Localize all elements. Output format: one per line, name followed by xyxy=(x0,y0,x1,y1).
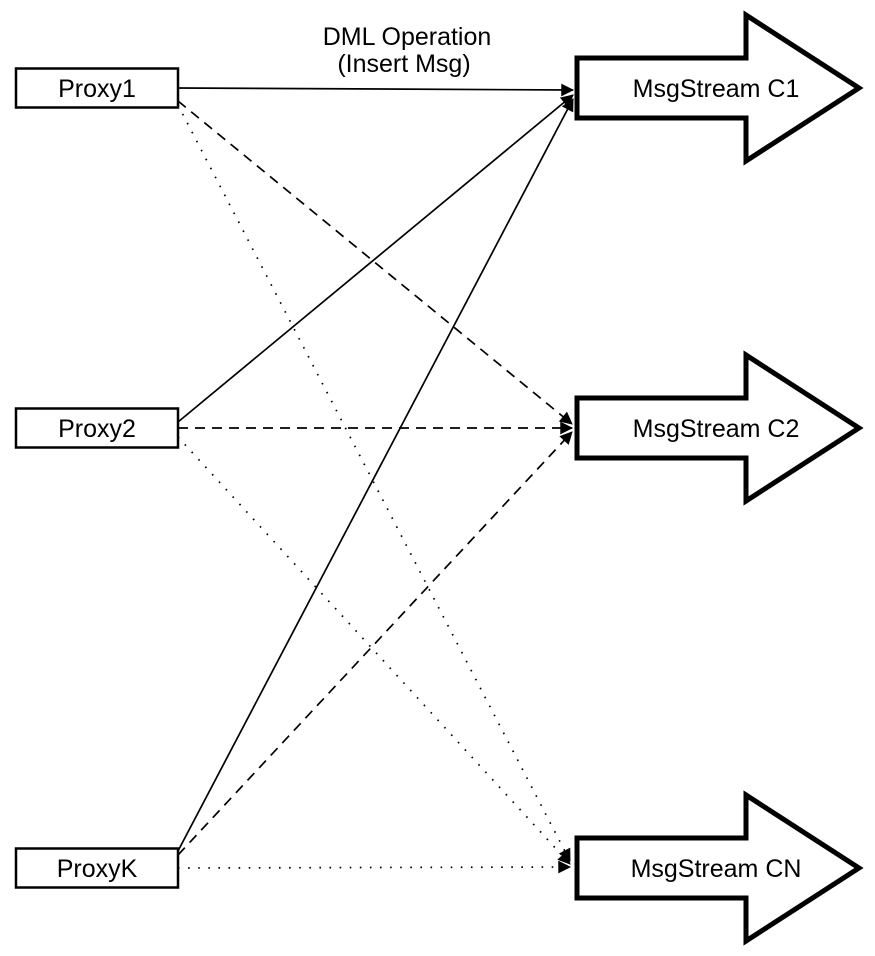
msgstream-block-arrow-cn xyxy=(574,790,864,946)
proxy-box-proxy1 xyxy=(14,67,180,109)
edge-proxy2-to-c1-solid xyxy=(177,94,574,423)
edge-proxyk-to-c2-dashed xyxy=(177,431,573,856)
proxy-box-proxyk xyxy=(14,847,180,889)
proxy-label-proxy1: Proxy1 xyxy=(58,75,136,103)
msgstream-node-c2: MsgStream C2 xyxy=(574,350,864,506)
msgstream-node-c1: MsgStream C1 xyxy=(574,10,864,166)
proxy-node-proxy1: Proxy1 xyxy=(14,67,180,109)
msgstream-label-cn: MsgStream CN xyxy=(631,855,802,883)
edge-proxy1-to-cn-dotted xyxy=(177,104,571,862)
msgstream-block-arrow-c2 xyxy=(574,350,864,506)
proxy-node-proxy2: Proxy2 xyxy=(14,407,180,449)
msgstream-label-c1: MsgStream C1 xyxy=(633,75,800,103)
edge-proxyk-to-cn-dotted xyxy=(177,860,572,874)
proxy-box-proxy2 xyxy=(14,407,180,449)
edge-proxy1-to-c2-dashed xyxy=(177,100,573,425)
edge-proxy1-to-c1-solid xyxy=(176,83,575,97)
msgstream-node-cn: MsgStream CN xyxy=(574,790,864,946)
dml-operation-label-line2: (Insert Msg) xyxy=(337,50,470,78)
proxy-label-proxy2: Proxy2 xyxy=(58,415,136,443)
msgstream-label-c2: MsgStream C2 xyxy=(633,415,800,443)
msgstream-block-arrow-c1 xyxy=(574,10,864,166)
edge-proxy2-to-cn-dotted xyxy=(177,436,571,865)
edge-proxyk-to-c1-solid xyxy=(177,98,574,852)
proxy-label-proxyk: ProxyK xyxy=(57,855,138,883)
proxy-node-proxyk: ProxyK xyxy=(14,847,180,889)
dml-operation-label-line1: DML Operation xyxy=(323,23,492,51)
edges-layer xyxy=(176,83,575,874)
